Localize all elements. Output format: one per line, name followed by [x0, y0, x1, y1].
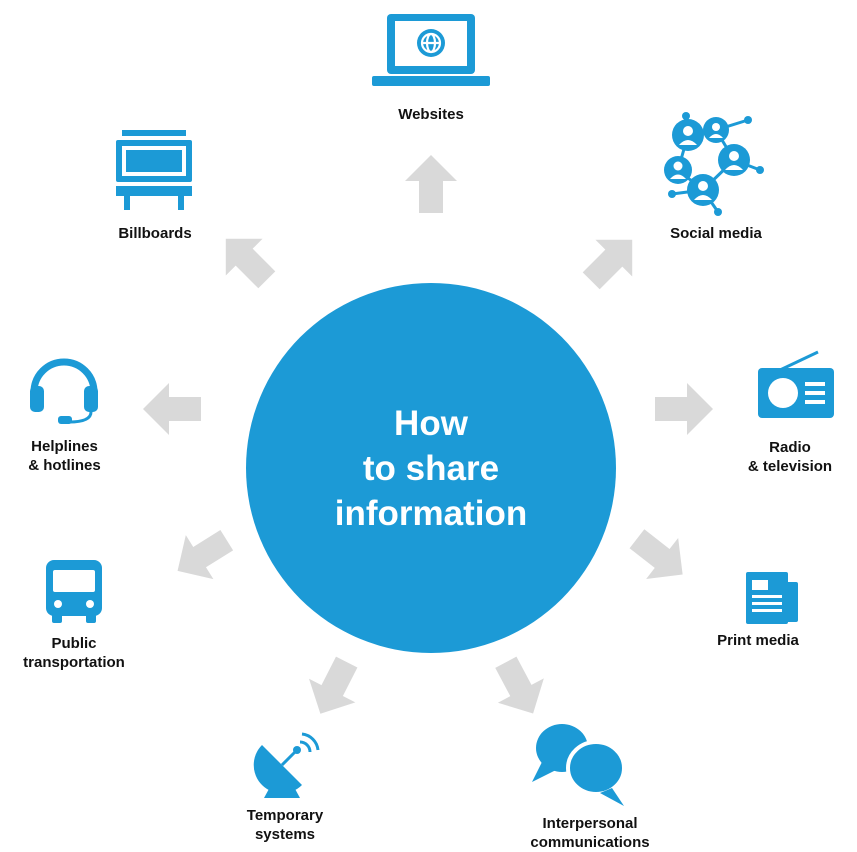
arrow-to-billboards	[225, 238, 276, 289]
arrow-to-helplines	[143, 383, 201, 435]
label-helplines-hotlines: Helplines & hotlines	[28, 438, 101, 474]
newspaper-icon	[746, 572, 798, 624]
arrow-to-temporary-systems	[309, 656, 358, 714]
headset-icon	[30, 358, 98, 424]
bus-icon	[46, 560, 102, 623]
label-websites: Websites	[398, 106, 464, 123]
speech-bubbles-icon	[532, 724, 626, 806]
billboard-icon	[116, 130, 192, 210]
satellite-dish-icon	[253, 732, 320, 798]
label-billboards: Billboards	[118, 225, 192, 242]
label-radio-television: Radio & television	[747, 439, 833, 475]
label-public-transportation: Public transportation	[23, 635, 125, 671]
label-social-media: Social media	[670, 225, 762, 242]
hub-title: How to share information	[334, 403, 528, 533]
arrow-to-websites	[405, 155, 457, 213]
arrow-to-radio	[655, 383, 713, 435]
label-interpersonal-communications: Interpersonal communications	[530, 815, 650, 851]
radio-icon	[758, 350, 834, 418]
arrow-to-social-media	[582, 239, 633, 290]
social-network-icon	[664, 112, 764, 216]
label-print-media: Print media	[717, 632, 799, 649]
center-hub: How to share information	[246, 283, 616, 653]
arrow-to-interpersonal	[495, 656, 544, 714]
laptop-globe-icon	[372, 14, 490, 86]
arrow-to-public-transportation	[177, 529, 234, 580]
arrow-to-print-media	[629, 529, 683, 579]
label-temporary-systems: Temporary systems	[246, 807, 324, 843]
